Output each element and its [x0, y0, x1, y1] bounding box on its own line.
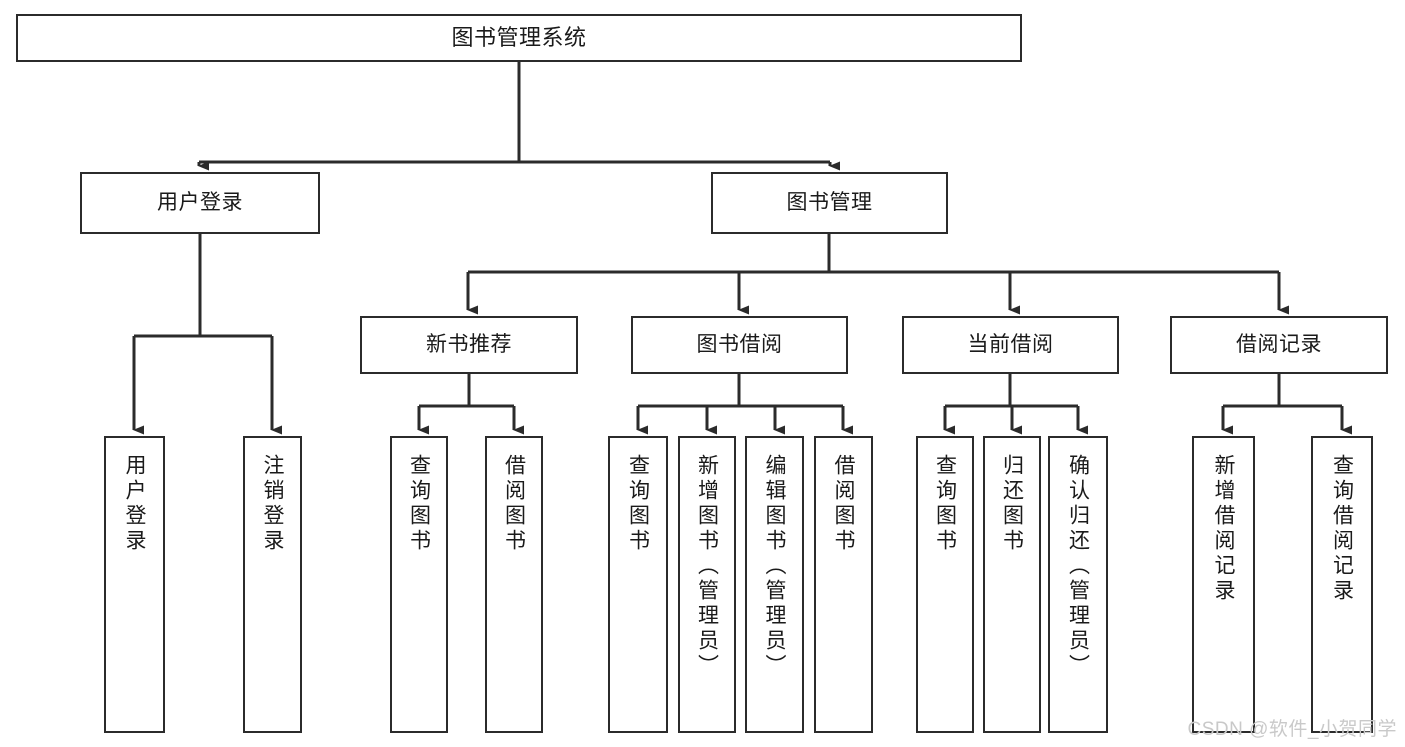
node-leaf-edit-book-label: 编辑图书（管理员） — [763, 454, 786, 679]
node-borrow-record[interactable]: 借阅记录 — [1170, 316, 1388, 374]
node-leaf-query-book-1-label: 查询图书 — [407, 454, 431, 554]
node-book-manage-label: 图书管理 — [786, 191, 873, 215]
node-current-borrow[interactable]: 当前借阅 — [902, 316, 1119, 374]
node-leaf-borrow-book-2-label: 借阅图书 — [832, 454, 855, 554]
node-book-manage[interactable]: 图书管理 — [711, 172, 948, 234]
csdn-watermark: CSDN @软件_小贺同学 — [1187, 719, 1397, 740]
node-leaf-add-record[interactable]: 新增借阅记录 — [1192, 436, 1255, 733]
node-leaf-return-book-label: 归还图书 — [1000, 454, 1024, 554]
node-leaf-confirm-return[interactable]: 确认归还（管理员） — [1048, 436, 1108, 733]
node-leaf-query-book-2[interactable]: 查询图书 — [608, 436, 668, 733]
node-leaf-query-book-1[interactable]: 查询图书 — [390, 436, 448, 733]
node-leaf-user-login[interactable]: 用户登录 — [104, 436, 165, 733]
node-leaf-user-logout-label: 注销登录 — [261, 454, 284, 554]
node-leaf-add-book[interactable]: 新增图书（管理员） — [678, 436, 736, 733]
node-leaf-query-book-3-label: 查询图书 — [933, 454, 957, 554]
node-new-book-recommend-label: 新书推荐 — [426, 333, 512, 357]
node-leaf-edit-book[interactable]: 编辑图书（管理员） — [745, 436, 804, 733]
node-leaf-confirm-return-label: 确认归还（管理员） — [1066, 454, 1090, 679]
node-leaf-borrow-book-1[interactable]: 借阅图书 — [485, 436, 543, 733]
node-leaf-return-book[interactable]: 归还图书 — [983, 436, 1041, 733]
node-user-login-label: 用户登录 — [157, 191, 243, 215]
node-leaf-user-logout[interactable]: 注销登录 — [243, 436, 302, 733]
node-leaf-add-record-label: 新增借阅记录 — [1212, 454, 1235, 604]
node-current-borrow-label: 当前借阅 — [967, 333, 1054, 357]
node-book-borrow-label: 图书借阅 — [696, 333, 783, 357]
node-leaf-borrow-book-1-label: 借阅图书 — [502, 454, 526, 554]
node-root-system[interactable]: 图书管理系统 — [16, 14, 1022, 62]
node-leaf-query-record-label: 查询借阅记录 — [1330, 454, 1354, 604]
node-leaf-add-book-label: 新增图书（管理员） — [695, 454, 719, 679]
node-leaf-query-book-2-label: 查询图书 — [626, 454, 650, 554]
node-leaf-query-book-3[interactable]: 查询图书 — [916, 436, 974, 733]
node-new-book-recommend[interactable]: 新书推荐 — [360, 316, 578, 374]
node-leaf-user-login-label: 用户登录 — [123, 454, 146, 554]
node-root-system-label: 图书管理系统 — [451, 24, 587, 50]
node-user-login[interactable]: 用户登录 — [80, 172, 320, 234]
node-leaf-query-record[interactable]: 查询借阅记录 — [1311, 436, 1373, 733]
node-leaf-borrow-book-2[interactable]: 借阅图书 — [814, 436, 873, 733]
node-book-borrow[interactable]: 图书借阅 — [631, 316, 848, 374]
node-borrow-record-label: 借阅记录 — [1236, 333, 1322, 357]
